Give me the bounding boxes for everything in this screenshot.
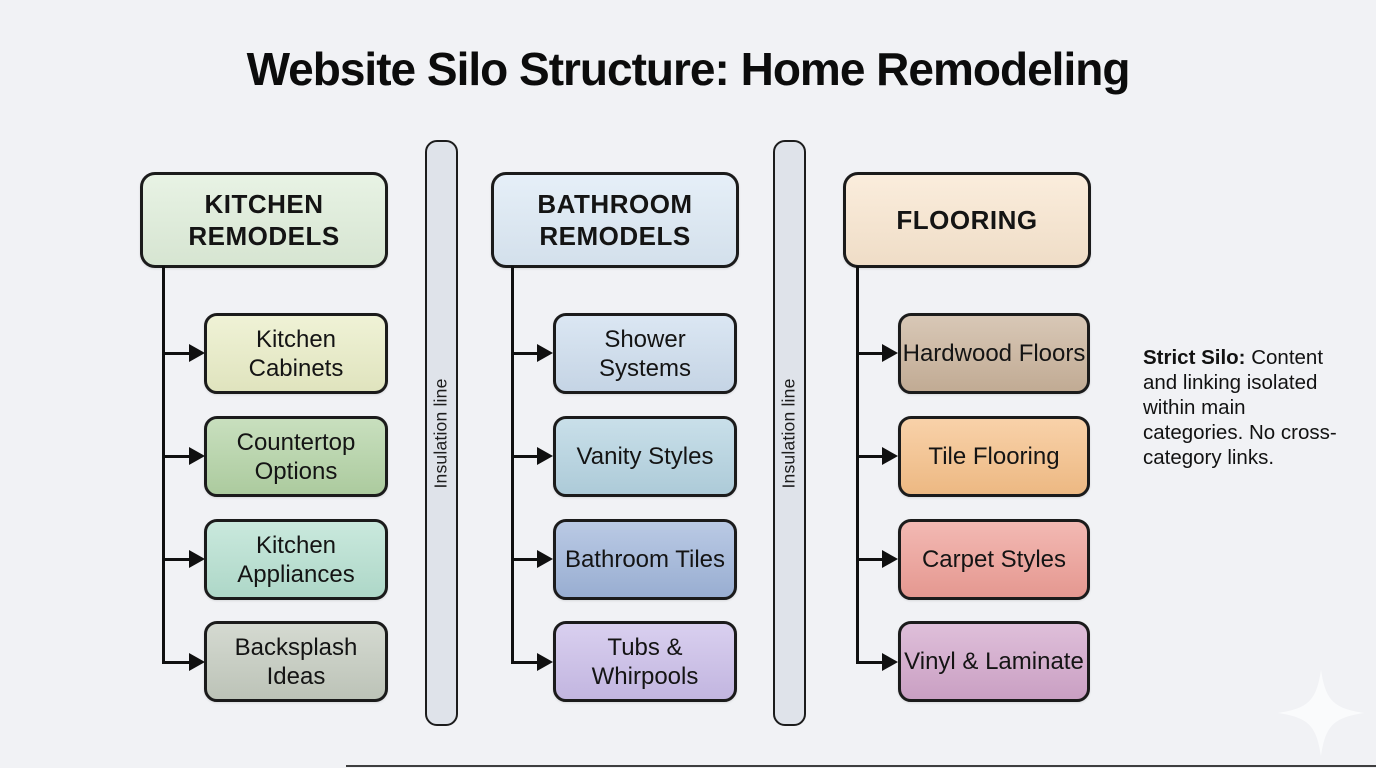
child-label: Tile Flooring — [928, 443, 1060, 470]
bathroom-header-box: BATHROOM REMODELS — [491, 172, 739, 268]
sparkle-icon — [1277, 669, 1365, 757]
carpet-styles-box: Carpet Styles — [898, 519, 1090, 600]
child-label: Kitchen Appliances — [237, 531, 355, 588]
countertop-options-box: Countertop Options — [204, 416, 388, 497]
connector-line — [856, 455, 884, 458]
tile-flooring-box: Tile Flooring — [898, 416, 1090, 497]
kitchen-cabinets-box: Kitchen Cabinets — [204, 313, 388, 394]
arrow-icon — [189, 653, 205, 671]
note-text: Content and linking isolated within main… — [1143, 346, 1337, 469]
connector-line — [511, 266, 514, 663]
arrow-icon — [882, 344, 898, 362]
child-label: Vinyl & Laminate — [904, 648, 1084, 675]
connector-line — [162, 266, 165, 663]
connector-line — [162, 352, 190, 355]
connector-line — [511, 558, 539, 561]
shower-systems-box: Shower Systems — [553, 313, 737, 394]
backsplash-ideas-box: Backsplash Ideas — [204, 621, 388, 702]
child-label: Bathroom Tiles — [564, 546, 726, 573]
child-label: Tubs & Whirpools — [591, 633, 699, 690]
flooring-header-box: FLOORING — [843, 172, 1091, 268]
insulation-line-bar: Insulation line — [425, 140, 458, 726]
hardwood-floors-box: Hardwood Floors — [898, 313, 1090, 394]
connector-line — [856, 558, 884, 561]
child-label: Vanity Styles — [576, 443, 714, 470]
arrow-icon — [882, 447, 898, 465]
bathroom-header-label: BATHROOM REMODELS — [537, 189, 693, 251]
connector-line — [856, 661, 884, 664]
arrow-icon — [882, 653, 898, 671]
child-label: Carpet Styles — [921, 546, 1067, 573]
kitchen-appliances-box: Kitchen Appliances — [204, 519, 388, 600]
connector-line — [162, 558, 190, 561]
connector-line — [856, 266, 859, 663]
bathroom-tiles-box: Bathroom Tiles — [553, 519, 737, 600]
connector-line — [856, 352, 884, 355]
strict-silo-note: Strict Silo: Content and linking isolate… — [1143, 345, 1343, 470]
kitchen-header-box: KITCHEN REMODELS — [140, 172, 388, 268]
connector-line — [162, 455, 190, 458]
tubs-whirpools-box: Tubs & Whirpools — [553, 621, 737, 702]
insulation-line-label: Insulation line — [431, 377, 451, 489]
connector-line — [511, 455, 539, 458]
connector-line — [162, 661, 190, 664]
connector-line — [511, 352, 539, 355]
page-title: Website Silo Structure: Home Remodeling — [246, 43, 1131, 95]
bottom-border-line — [346, 765, 1376, 767]
insulation-line-label: Insulation line — [779, 377, 799, 489]
child-label: Shower Systems — [598, 325, 691, 382]
vanity-styles-box: Vanity Styles — [553, 416, 737, 497]
insulation-line-bar: Insulation line — [773, 140, 806, 726]
note-bold-label: Strict Silo: — [1143, 346, 1246, 369]
arrow-icon — [537, 550, 553, 568]
arrow-icon — [537, 447, 553, 465]
arrow-icon — [189, 447, 205, 465]
child-label: Hardwood Floors — [902, 340, 1086, 367]
arrow-icon — [537, 653, 553, 671]
vinyl-laminate-box: Vinyl & Laminate — [898, 621, 1090, 702]
flooring-header-label: FLOORING — [896, 205, 1038, 235]
child-label: Kitchen Cabinets — [248, 325, 344, 382]
arrow-icon — [189, 344, 205, 362]
arrow-icon — [882, 550, 898, 568]
child-label: Backsplash Ideas — [234, 633, 358, 690]
connector-line — [511, 661, 539, 664]
arrow-icon — [189, 550, 205, 568]
kitchen-header-label: KITCHEN REMODELS — [188, 189, 340, 251]
arrow-icon — [537, 344, 553, 362]
child-label: Countertop Options — [236, 428, 356, 485]
